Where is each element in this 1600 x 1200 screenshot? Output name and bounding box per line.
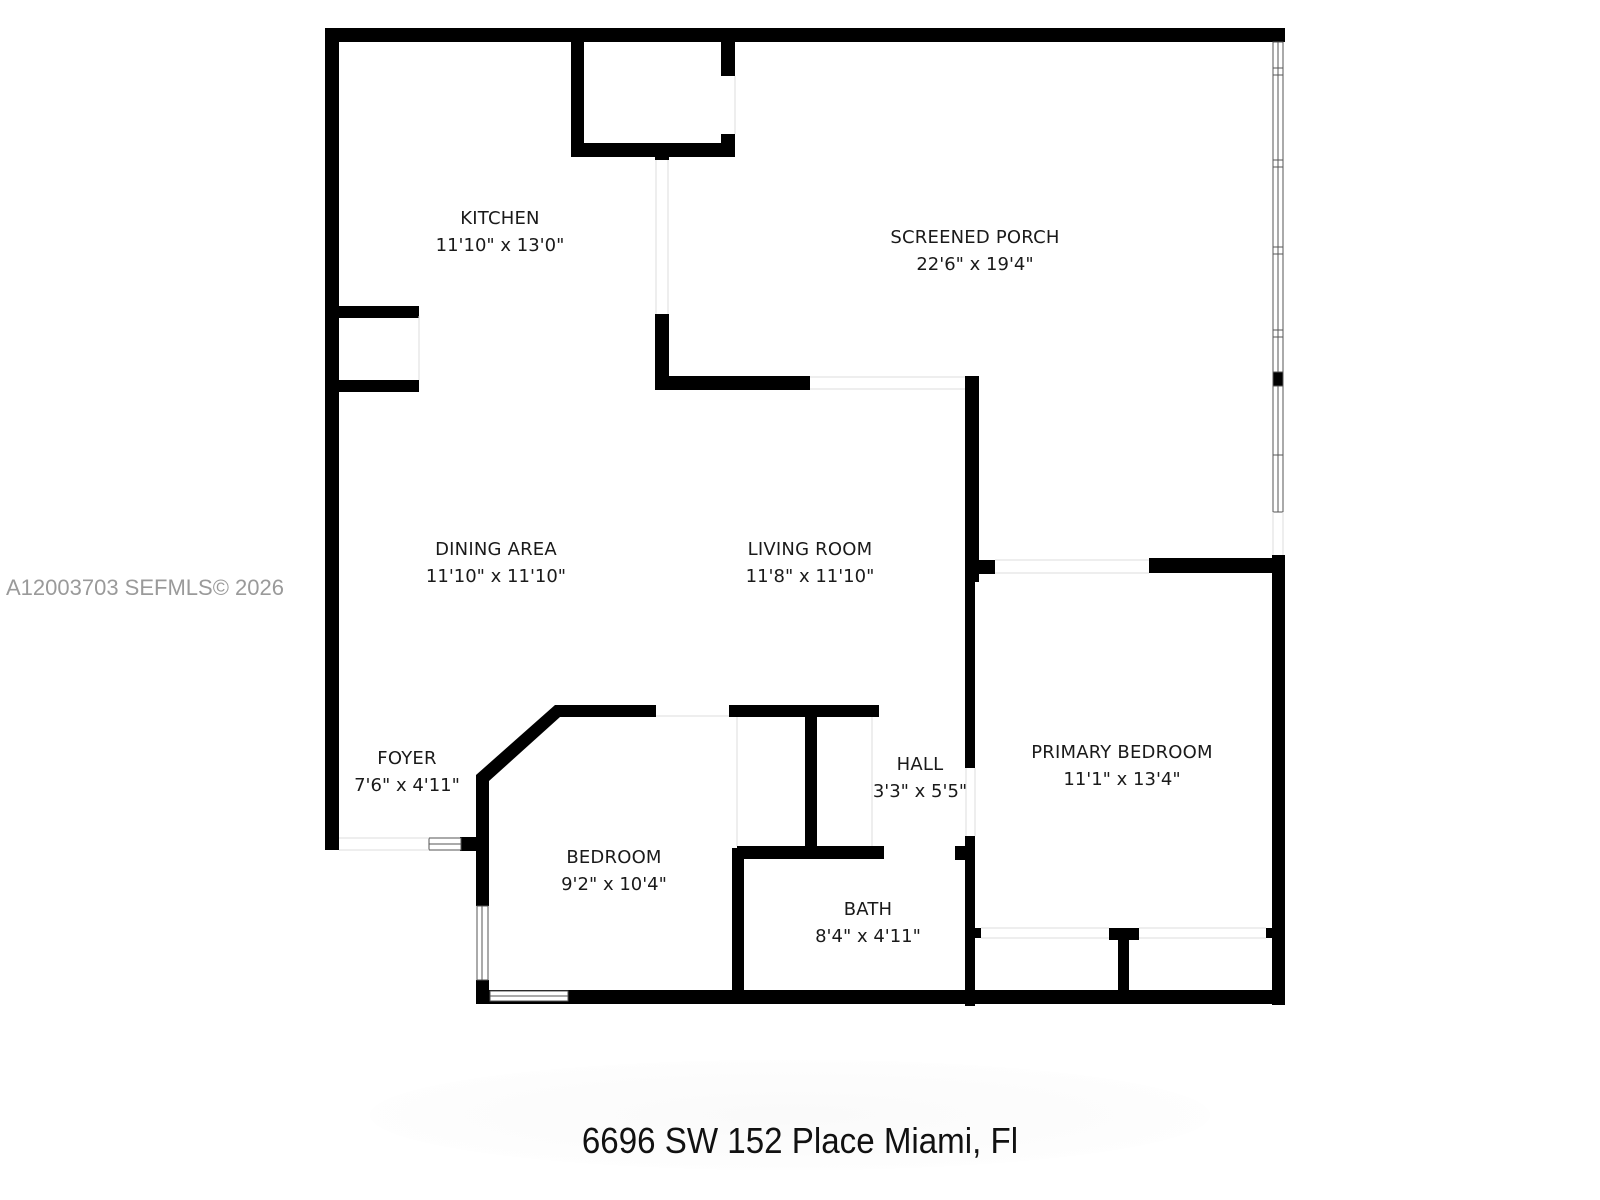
room-name: BATH (843, 899, 893, 920)
room-bath: BATH 8'4" x 4'11" (815, 897, 921, 951)
room-dimensions: 9'2" x 10'4" (561, 874, 667, 895)
room-dimensions: 11'10" x 13'0" (435, 235, 565, 256)
room-dimensions: 11'10" x 11'10" (425, 566, 567, 587)
walls (325, 28, 1285, 1006)
room-bedroom: BEDROOM 9'2" x 10'4" (561, 845, 667, 899)
room-screened-porch: SCREENED PORCH 22'6" x 19'4" (890, 225, 1059, 279)
room-dimensions: 11'8" x 11'10" (745, 566, 875, 587)
room-name: SCREENED PORCH (890, 227, 1060, 248)
room-hall: HALL 3'3" x 5'5" (873, 752, 967, 806)
room-dimensions: 7'6" x 4'11" (354, 775, 460, 796)
room-dimensions: 8'4" x 4'11" (815, 926, 921, 947)
mls-watermark: A12003703 SEFMLS© 2026 (6, 575, 284, 600)
openings (339, 76, 1284, 939)
room-living-room: LIVING ROOM 11'8" x 11'10" (746, 537, 875, 591)
room-name: HALL (896, 754, 944, 775)
room-name: DINING AREA (435, 539, 557, 560)
room-dimensions: 3'3" x 5'5" (872, 781, 968, 802)
room-name: PRIMARY BEDROOM (1031, 742, 1213, 763)
room-name: LIVING ROOM (747, 539, 873, 560)
room-dimensions: 11'1" x 13'4" (1063, 769, 1181, 790)
room-name: BEDROOM (566, 847, 662, 868)
room-dimensions: 22'6" x 19'4" (916, 254, 1034, 275)
room-kitchen: KITCHEN 11'10" x 13'0" (436, 206, 565, 260)
address-backdrop (370, 1060, 1210, 1170)
room-foyer: FOYER 7'6" x 4'11" (354, 746, 460, 800)
property-address: 6696 SW 152 Place Miami, Fl (581, 1120, 1019, 1161)
room-name: FOYER (377, 748, 437, 769)
windows-doors (428, 41, 1284, 1002)
room-name: KITCHEN (460, 208, 540, 229)
room-primary-bedroom: PRIMARY BEDROOM 11'1" x 13'4" (1031, 740, 1213, 794)
room-dining-area: DINING AREA 11'10" x 11'10" (426, 537, 566, 591)
